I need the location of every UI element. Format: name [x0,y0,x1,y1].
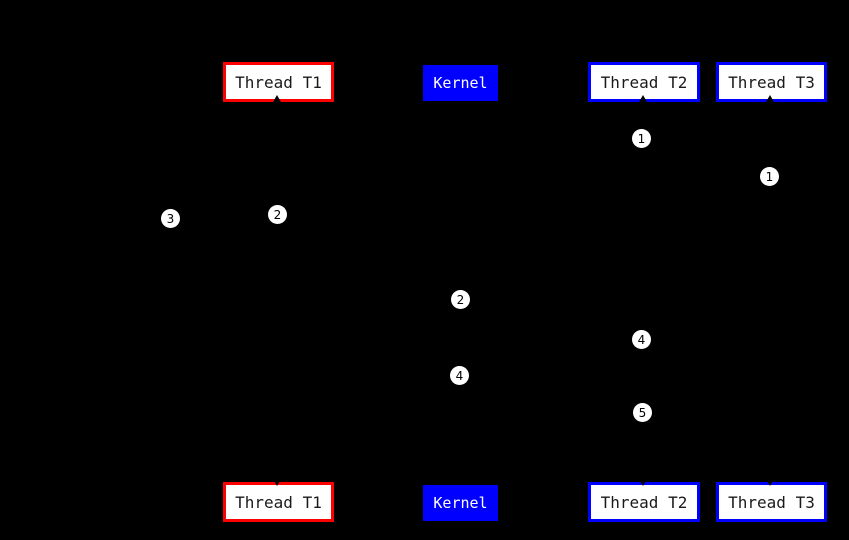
step-marker-4-kernel: 4 [450,366,469,385]
arrowhead-notch-icon [639,95,647,102]
actor-bottom-thread-t3: Thread T3 [716,482,827,522]
actor-top-kernel: Kernel [423,65,498,101]
arrowhead-notch-icon [273,479,281,486]
arrowhead-notch-icon [766,479,774,486]
arrowhead-notch-icon [273,95,281,102]
step-marker-1-thread-t3: 1 [760,167,779,186]
step-marker-3-left: 3 [161,209,180,228]
actor-bottom-thread-t2: Thread T2 [588,482,700,522]
step-marker-1-thread-t2: 1 [632,129,651,148]
arrowhead-notch-icon [766,95,774,102]
step-marker-5-thread-t2: 5 [633,403,652,422]
actor-bottom-kernel: Kernel [423,485,498,521]
arrowhead-notch-icon [639,479,647,486]
actor-bottom-thread-t1: Thread T1 [223,482,334,522]
step-marker-2-kernel: 2 [451,290,470,309]
step-marker-4-thread-t2: 4 [632,330,651,349]
step-marker-2-thread-t1: 2 [268,205,287,224]
